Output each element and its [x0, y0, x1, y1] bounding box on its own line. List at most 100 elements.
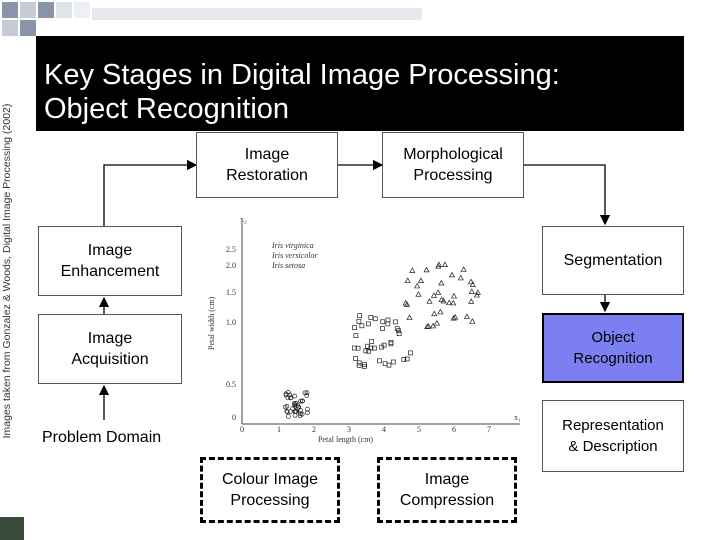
scatter-mark	[467, 278, 475, 285]
scatter-mark	[473, 291, 480, 298]
xlabel: Petal length (cm)	[318, 435, 373, 444]
scatter-mark	[352, 345, 357, 351]
ytick-3: 1.5	[226, 288, 236, 297]
colour-image-processing-label: Colour Image Processing	[221, 471, 319, 509]
scatter-mark	[425, 323, 432, 329]
scatter-mark	[390, 359, 396, 365]
scatter-mark	[355, 345, 361, 351]
legend-item: Iris versicolor	[271, 251, 318, 260]
scatter-mark	[457, 274, 464, 281]
scatter-mark	[401, 357, 407, 362]
scatter-mark	[408, 350, 413, 356]
scatter-mark	[366, 321, 371, 327]
scatter-mark	[469, 318, 476, 324]
ytick-4: 2.0	[226, 261, 236, 270]
title-bar	[36, 36, 684, 131]
scatter-mark	[452, 313, 459, 320]
scatter-mark	[431, 310, 438, 317]
scatter-mark	[450, 314, 457, 321]
scatter-mark	[393, 319, 398, 325]
x-axis-symbol: x₁	[514, 413, 521, 422]
scatter-mark	[403, 301, 411, 307]
scatter-mark	[356, 360, 362, 366]
scatter-mark	[415, 291, 422, 297]
scatter-mark	[438, 279, 445, 286]
scatter-mark	[298, 398, 304, 404]
xtick-0: 0	[240, 425, 244, 434]
scatter-mark	[368, 345, 374, 351]
scatter-mark	[379, 344, 385, 350]
scatter-mark	[359, 323, 365, 329]
scatter-mark	[468, 288, 475, 294]
image-compression-label: Image Compression	[399, 471, 495, 509]
ylabel: Petal width (cm)	[207, 296, 216, 350]
scatter-mark	[287, 392, 293, 398]
scatter-mark	[385, 317, 391, 323]
ytick-0: 0	[232, 413, 236, 422]
scatter-mark	[304, 390, 310, 396]
ytick-2: 1.0	[226, 318, 236, 327]
image-compression-box: Image Compression	[377, 457, 517, 523]
scatter-mark	[356, 318, 362, 324]
xtick-2: 2	[312, 425, 316, 434]
scatter-mark	[386, 362, 392, 368]
book-logo	[0, 517, 24, 540]
credit-sidebar: Images taken from Gonzalez & Woods, Digi…	[0, 0, 18, 540]
scatter-mark	[377, 358, 382, 364]
scatter-mark	[357, 313, 362, 319]
object-recognition-box: Object Recognition	[542, 313, 684, 383]
scatter-mark	[446, 299, 453, 306]
scatter-mark	[438, 296, 445, 302]
scatter-mark	[288, 409, 293, 414]
image-restoration-box: Image Restoration	[196, 132, 338, 198]
scatter-mark	[356, 362, 362, 368]
scatter-mark	[424, 323, 431, 329]
scatter-mark	[353, 356, 358, 361]
iris-scatter-figure: x₂ x₁ Petal width (cm) Petal length (cm)…	[207, 215, 521, 444]
scatter-mark	[299, 411, 305, 417]
representation-description-label: Representation & Description	[562, 417, 664, 455]
scatter-mark	[284, 409, 290, 415]
scatter-mark	[388, 340, 394, 345]
scatter-mark	[382, 361, 388, 367]
legend-item: Iris setosa	[271, 261, 305, 270]
scatter-mark	[435, 289, 442, 295]
scatter-mark	[388, 341, 394, 347]
image-acquisition-label: Image Acquisition	[71, 330, 149, 368]
scatter-mark	[441, 261, 449, 267]
scatter-mark	[437, 308, 444, 315]
scatter-mark	[429, 322, 437, 329]
scatter-mark	[368, 315, 374, 320]
scatter-mark	[352, 325, 357, 331]
scatter-mark	[380, 319, 386, 325]
scatter-mark	[423, 266, 430, 273]
slide-title: Key Stages in Digital Image Processing: …	[44, 58, 674, 126]
scatter-mark	[292, 393, 298, 399]
scatter-mark	[448, 271, 456, 278]
representation-description-box: Representation & Description	[542, 400, 684, 472]
image-credit: Images taken from Gonzalez & Woods, Digi…	[1, 103, 13, 439]
scatter-mark	[372, 316, 378, 322]
image-enhancement-box: Image Enhancement	[38, 226, 182, 296]
scatter-mark	[385, 321, 391, 327]
xtick-6: 6	[452, 425, 456, 434]
scatter-mark	[285, 413, 291, 419]
scatter-mark	[380, 326, 385, 331]
scatter-mark	[440, 297, 447, 304]
scatter-mark	[363, 348, 369, 354]
scatter-mark	[353, 333, 359, 339]
scatter-mark	[426, 298, 433, 304]
image-acquisition-box: Image Acquisition	[38, 314, 182, 384]
scatter-mark	[463, 313, 471, 319]
scatter-mark	[414, 282, 421, 289]
scatter-mark	[304, 393, 310, 398]
scatter-mark	[362, 364, 367, 369]
scatter-mark	[366, 348, 371, 354]
morphological-processing-box: Morphological Processing	[382, 132, 524, 198]
scatter-mark	[460, 266, 467, 272]
scatter-mark	[305, 410, 310, 416]
scatter-mark	[284, 409, 290, 414]
scatter-mark	[369, 339, 374, 344]
segmentation-box: Segmentation	[542, 226, 684, 295]
problem-domain-label: Problem Domain	[42, 429, 162, 446]
